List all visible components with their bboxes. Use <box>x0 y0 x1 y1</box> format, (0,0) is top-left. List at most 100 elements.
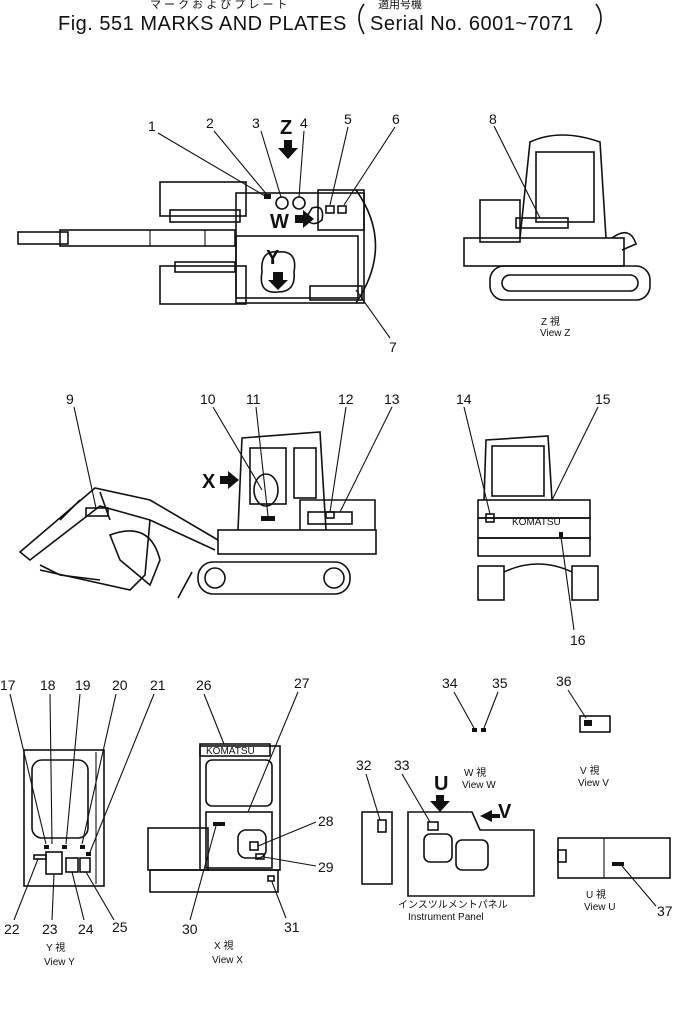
callout-15: 15 <box>595 391 611 407</box>
mark-28 <box>249 841 259 851</box>
figure-title: Fig. 551 MARKS AND PLATES <box>58 13 347 35</box>
z-arrow-label: Z <box>280 117 292 139</box>
mark-6 <box>337 205 347 214</box>
mark-18 <box>44 845 49 849</box>
mark-29 <box>255 853 265 860</box>
mark-21 <box>86 852 91 856</box>
side-track <box>197 561 351 595</box>
mark-37 <box>612 862 624 866</box>
mark-12 <box>325 511 335 519</box>
callout-2: 2 <box>206 115 214 131</box>
mark-24 <box>65 857 79 873</box>
callout-34: 34 <box>442 675 458 691</box>
bucket <box>108 530 161 587</box>
u-arrow <box>430 795 450 812</box>
instrument-panel <box>407 811 535 897</box>
mark-5 <box>325 205 335 214</box>
z-cab <box>519 134 607 239</box>
x-arrow <box>220 471 239 489</box>
callout-28: 28 <box>318 813 334 829</box>
w-arrow <box>295 210 314 228</box>
y-arrow <box>268 272 288 290</box>
track-left-front <box>159 181 247 217</box>
header: マ ー ク お よ び プ レ ー ト Fig. 551 MARKS AND P… <box>58 0 602 35</box>
callout-7: 7 <box>389 339 397 355</box>
caption-u-jp: U 視 <box>586 888 606 901</box>
z-cab-window <box>535 151 595 223</box>
callout-12: 12 <box>338 391 354 407</box>
callout-27: 27 <box>294 675 310 691</box>
mark-32 <box>377 819 387 833</box>
mark-9 <box>85 507 109 517</box>
mark-20 <box>80 845 85 849</box>
serial-range: Serial No. 6001~7071 <box>370 13 574 35</box>
callout-8: 8 <box>489 111 497 127</box>
x-body-rear <box>147 827 209 871</box>
callout-35: 35 <box>492 675 508 691</box>
mark-23 <box>45 851 63 875</box>
view-x: KOMATSU 26 27 28 29 30 31 X 視 View X <box>147 675 334 966</box>
arm <box>39 519 151 591</box>
callout-1: 1 <box>148 118 156 134</box>
caption-u: View U <box>584 902 616 913</box>
callout-5: 5 <box>344 111 352 127</box>
callout-18: 18 <box>40 677 56 693</box>
callout-36: 36 <box>556 673 572 689</box>
x-roof-decal <box>199 743 271 757</box>
callout-4: 4 <box>300 115 308 131</box>
mark-13 <box>307 511 353 525</box>
mark-8 <box>515 217 569 229</box>
arm <box>59 229 236 247</box>
komatsu-decal-rear: KOMATSU <box>512 517 561 528</box>
y-arrow-label: Y <box>266 247 280 269</box>
w-arrow-label: W <box>270 211 289 233</box>
mark-22 <box>33 854 47 860</box>
callout-20: 20 <box>112 677 128 693</box>
caption-y: View Y <box>44 957 75 968</box>
engine-hood <box>235 235 359 299</box>
rear-track-left <box>477 565 505 601</box>
z-arrow <box>278 140 298 159</box>
view-y-marker <box>260 251 296 293</box>
caption-z: View Z <box>540 328 570 339</box>
japanese-title: マ ー ク お よ び プ レ ー ト <box>150 0 288 11</box>
serial-bracket-left <box>358 3 365 35</box>
mark-4 <box>292 196 306 210</box>
caption-z-jp: Z 視 <box>541 315 560 328</box>
z-track <box>489 265 651 301</box>
mark-36 <box>584 720 592 726</box>
y-cab-frame <box>23 749 105 887</box>
v-arrow-label: V <box>498 801 512 823</box>
boom <box>18 487 219 562</box>
counterweight <box>355 189 377 304</box>
rear-track-right <box>571 565 599 601</box>
callout-13: 13 <box>384 391 400 407</box>
callout-33: 33 <box>394 757 410 773</box>
mark-34 <box>472 728 477 732</box>
caption-y-jp: Y 視 <box>46 941 65 954</box>
caption-w-jp: W 視 <box>464 766 486 779</box>
mark-35 <box>481 728 486 732</box>
callout-30: 30 <box>182 921 198 937</box>
callout-3: 3 <box>252 115 260 131</box>
caption-panel-jp: インスツルメントパネル <box>398 899 508 911</box>
mark-19 <box>62 845 67 849</box>
u-arrow-label: U <box>434 773 448 795</box>
caption-v: View V <box>578 778 609 789</box>
callout-16: 16 <box>570 632 586 648</box>
caption-panel: Instrument Panel <box>408 912 484 923</box>
v-arrow <box>480 810 500 822</box>
x-cab-window <box>205 759 273 807</box>
callout-22: 22 <box>4 921 20 937</box>
y-cab-window <box>31 759 89 839</box>
callout-37: 37 <box>657 903 673 919</box>
panel-side <box>361 811 393 885</box>
x-cab <box>199 745 281 871</box>
mark-25 <box>79 857 91 873</box>
caption-v-jp: V 視 <box>580 764 599 777</box>
view-z: 8 Z 視 View Z <box>463 111 651 339</box>
callout-19: 19 <box>75 677 91 693</box>
callout-17: 17 <box>0 677 16 693</box>
callout-11: 11 <box>246 391 261 407</box>
